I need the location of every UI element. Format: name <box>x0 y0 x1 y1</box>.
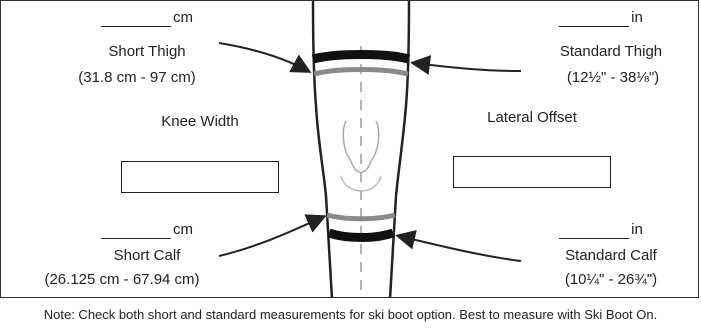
short-thigh-range: (31.8 cm - 97 cm) <box>47 69 227 87</box>
standard-calf-blank[interactable] <box>559 224 629 239</box>
short-calf-range: (26.125 cm - 67.94 cm) <box>17 271 227 289</box>
calf-band-standard <box>329 233 393 238</box>
standard-thigh-unit: in <box>631 9 643 27</box>
standard-calf-range: (10¼" - 26¾") <box>521 271 699 289</box>
standard-calf-entry: in <box>541 221 661 239</box>
short-thigh-label: Short Thigh <box>57 43 237 61</box>
diagram-frame: cm Short Thigh (31.8 cm - 97 cm) in Stan… <box>0 0 699 298</box>
standard-thigh-blank[interactable] <box>559 12 629 27</box>
arrow-standard-thigh <box>414 63 521 71</box>
knee-width-label: Knee Width <box>121 113 279 131</box>
knee-width-input[interactable] <box>121 161 279 193</box>
standard-thigh-range: (12½" - 38⅛") <box>523 69 699 87</box>
footnote: Note: Check both short and standard meas… <box>0 307 701 322</box>
standard-calf-unit: in <box>631 221 643 239</box>
lateral-offset-label: Lateral Offset <box>453 109 611 127</box>
short-thigh-blank[interactable] <box>101 12 171 27</box>
short-calf-label: Short Calf <box>57 247 237 265</box>
short-calf-blank[interactable] <box>101 224 171 239</box>
short-thigh-unit: cm <box>173 9 193 27</box>
kneecap-sketch <box>343 121 378 172</box>
standard-calf-label: Standard Calf <box>521 247 699 265</box>
short-thigh-entry: cm <box>87 9 207 27</box>
thigh-band-standard <box>313 55 409 60</box>
standard-thigh-entry: in <box>541 9 661 27</box>
leg-outline-right <box>390 1 409 298</box>
arrow-standard-calf <box>399 236 521 261</box>
short-calf-unit: cm <box>173 221 193 239</box>
leg-outline-left <box>313 1 332 298</box>
short-calf-entry: cm <box>87 221 207 239</box>
lateral-offset-input[interactable] <box>453 156 611 188</box>
standard-thigh-label: Standard Thigh <box>521 43 699 61</box>
